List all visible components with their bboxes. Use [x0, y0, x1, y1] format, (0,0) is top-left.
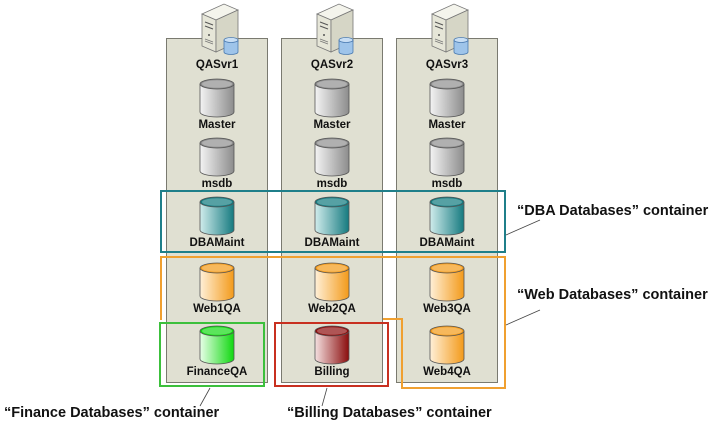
web-container-box-lower: [401, 318, 506, 389]
database-icon: [199, 196, 235, 236]
database-icon: [429, 325, 465, 365]
database-name: Master: [428, 119, 466, 131]
billing-container-box: [274, 322, 389, 387]
finance-leader-line: [199, 387, 211, 407]
web-container-box: [160, 256, 506, 320]
dba-container-label: “DBA Databases” container: [517, 203, 709, 219]
database-name: Web4QA: [423, 366, 471, 378]
database-name: msdb: [316, 178, 348, 190]
database-name: Billing: [314, 366, 350, 378]
database-icon: [199, 78, 235, 118]
database-icon: [429, 196, 465, 236]
database-icon: [429, 137, 465, 177]
database-name: msdb: [431, 178, 463, 190]
database-name: DBAMaint: [419, 237, 475, 249]
server-name: QASvr1: [195, 59, 239, 71]
server-name: QASvr3: [425, 59, 469, 71]
server-icon: [194, 2, 244, 56]
finance-container-box: [159, 322, 265, 387]
database-icon: [314, 262, 350, 302]
database-icon: [199, 137, 235, 177]
database-name: Web1QA: [193, 303, 241, 315]
database-name: FinanceQA: [186, 366, 248, 378]
database-icon: [314, 78, 350, 118]
dba-container-box: [160, 190, 506, 253]
database-name: DBAMaint: [189, 237, 245, 249]
web-container-label: “Web Databases” container: [517, 287, 708, 303]
database-icon: [314, 196, 350, 236]
server-icon: [309, 2, 359, 56]
web-container-box-mid: [383, 318, 403, 320]
database-icon: [429, 262, 465, 302]
server-name: QASvr2: [310, 59, 354, 71]
billing-container-label: “Billing Databases” container: [287, 405, 492, 421]
web-leader-line: [505, 309, 541, 326]
server-icon: [424, 2, 474, 56]
database-name: DBAMaint: [304, 237, 360, 249]
database-icon: [314, 137, 350, 177]
database-icon: [199, 262, 235, 302]
finance-container-label: “Finance Databases” container: [4, 405, 220, 421]
database-name: Web2QA: [308, 303, 356, 315]
dba-leader-line: [505, 219, 541, 236]
database-icon: [199, 325, 235, 365]
database-name: Master: [313, 119, 351, 131]
database-name: msdb: [201, 178, 233, 190]
billing-leader-line: [321, 387, 328, 407]
database-name: Web3QA: [423, 303, 471, 315]
database-icon: [314, 325, 350, 365]
database-name: Master: [198, 119, 236, 131]
database-icon: [429, 78, 465, 118]
